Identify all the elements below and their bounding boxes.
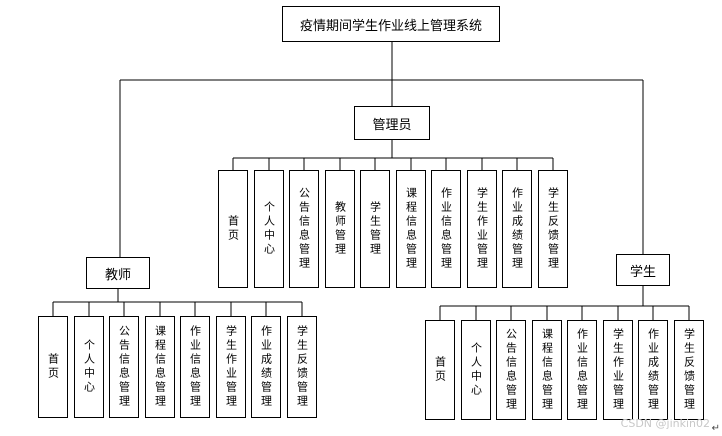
admin-module-box: 学生反馈管理	[538, 170, 568, 288]
teacher-module-label: 课程信息管理	[153, 325, 167, 409]
student-module-label: 作业成绩管理	[646, 328, 660, 412]
admin-module-label: 作业信息管理	[439, 187, 453, 271]
admin-module-label: 学生管理	[368, 201, 382, 257]
student-module-label: 首页	[433, 356, 447, 384]
admin-module-label: 公告信息管理	[297, 187, 311, 271]
teacher-module-box: 学生反馈管理	[287, 316, 317, 418]
watermark: CSDN @jinkin02	[620, 417, 710, 430]
system-title-box: 疫情期间学生作业线上管理系统	[282, 6, 500, 42]
admin-module-box: 作业成绩管理	[502, 170, 532, 288]
teacher-module-label: 作业成绩管理	[259, 325, 273, 409]
admin-module-label: 课程信息管理	[404, 187, 418, 271]
admin-module-box: 公告信息管理	[289, 170, 319, 288]
admin-module-box: 学生作业管理	[467, 170, 497, 288]
teacher-module-label: 学生作业管理	[224, 325, 238, 409]
teacher-module-box: 首页	[38, 316, 68, 418]
role-teacher-box: 教师	[86, 257, 150, 289]
line-end-mark: ↵	[711, 423, 720, 434]
student-module-label: 个人中心	[469, 342, 483, 398]
student-module-box: 作业信息管理	[567, 320, 597, 420]
system-title: 疫情期间学生作业线上管理系统	[299, 18, 482, 34]
student-module-label: 公告信息管理	[504, 328, 518, 412]
teacher-module-box: 作业信息管理	[180, 316, 210, 418]
student-module-box: 学生反馈管理	[674, 320, 704, 420]
student-module-label: 作业信息管理	[575, 328, 589, 412]
role-admin-label: 管理员	[372, 117, 412, 133]
teacher-module-box: 作业成绩管理	[251, 316, 281, 418]
admin-module-box: 课程信息管理	[396, 170, 426, 288]
teacher-module-box: 课程信息管理	[145, 316, 175, 418]
role-student-label: 学生	[629, 264, 656, 280]
teacher-module-box: 学生作业管理	[216, 316, 246, 418]
student-module-box: 课程信息管理	[532, 320, 562, 420]
student-module-box: 学生作业管理	[603, 320, 633, 420]
admin-module-box: 作业信息管理	[431, 170, 461, 288]
admin-module-label: 作业成绩管理	[510, 187, 524, 271]
teacher-module-label: 首页	[46, 353, 60, 381]
student-module-box: 首页	[425, 320, 455, 420]
student-module-box: 公告信息管理	[496, 320, 526, 420]
student-module-box: 作业成绩管理	[638, 320, 668, 420]
role-teacher-label: 教师	[104, 267, 131, 283]
teacher-module-box: 个人中心	[74, 316, 104, 418]
admin-module-box: 首页	[218, 170, 248, 288]
role-student-box: 学生	[616, 254, 670, 286]
student-module-box: 个人中心	[461, 320, 491, 420]
admin-module-label: 教师管理	[333, 201, 347, 257]
teacher-module-label: 学生反馈管理	[295, 325, 309, 409]
admin-module-box: 个人中心	[254, 170, 284, 288]
teacher-module-label: 作业信息管理	[188, 325, 202, 409]
student-module-label: 课程信息管理	[540, 328, 554, 412]
admin-module-label: 学生反馈管理	[546, 187, 560, 271]
admin-module-label: 首页	[226, 215, 240, 243]
admin-module-box: 学生管理	[360, 170, 390, 288]
student-module-label: 学生作业管理	[611, 328, 625, 412]
student-module-label: 学生反馈管理	[682, 328, 696, 412]
admin-module-label: 学生作业管理	[475, 187, 489, 271]
teacher-module-label: 个人中心	[82, 339, 96, 395]
teacher-module-label: 公告信息管理	[117, 325, 131, 409]
role-admin-box: 管理员	[354, 106, 430, 140]
teacher-module-box: 公告信息管理	[109, 316, 139, 418]
admin-module-label: 个人中心	[262, 201, 276, 257]
admin-module-box: 教师管理	[325, 170, 355, 288]
